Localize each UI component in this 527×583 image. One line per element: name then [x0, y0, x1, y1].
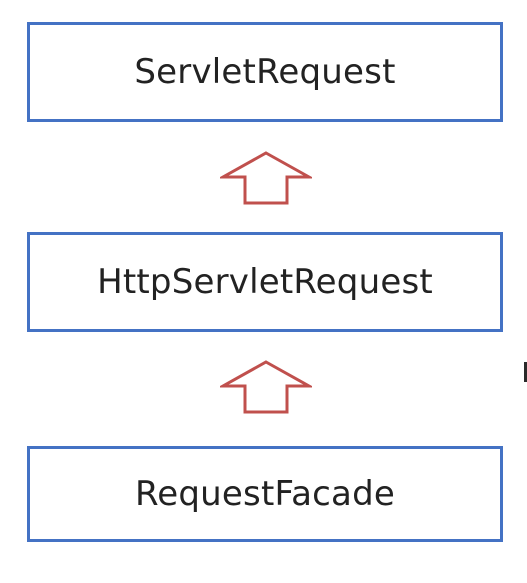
http-servlet-request-box: HttpServletRequest — [27, 232, 503, 332]
request-facade-box: RequestFacade — [27, 446, 503, 542]
cursor-mark — [524, 362, 527, 382]
servlet-request-label: ServletRequest — [134, 52, 396, 92]
http-servlet-request-label: HttpServletRequest — [97, 262, 433, 302]
inheritance-arrow-up-icon — [220, 151, 312, 205]
request-facade-label: RequestFacade — [134, 474, 395, 514]
inheritance-arrow-up-icon — [220, 360, 312, 414]
servlet-request-box: ServletRequest — [27, 22, 503, 122]
